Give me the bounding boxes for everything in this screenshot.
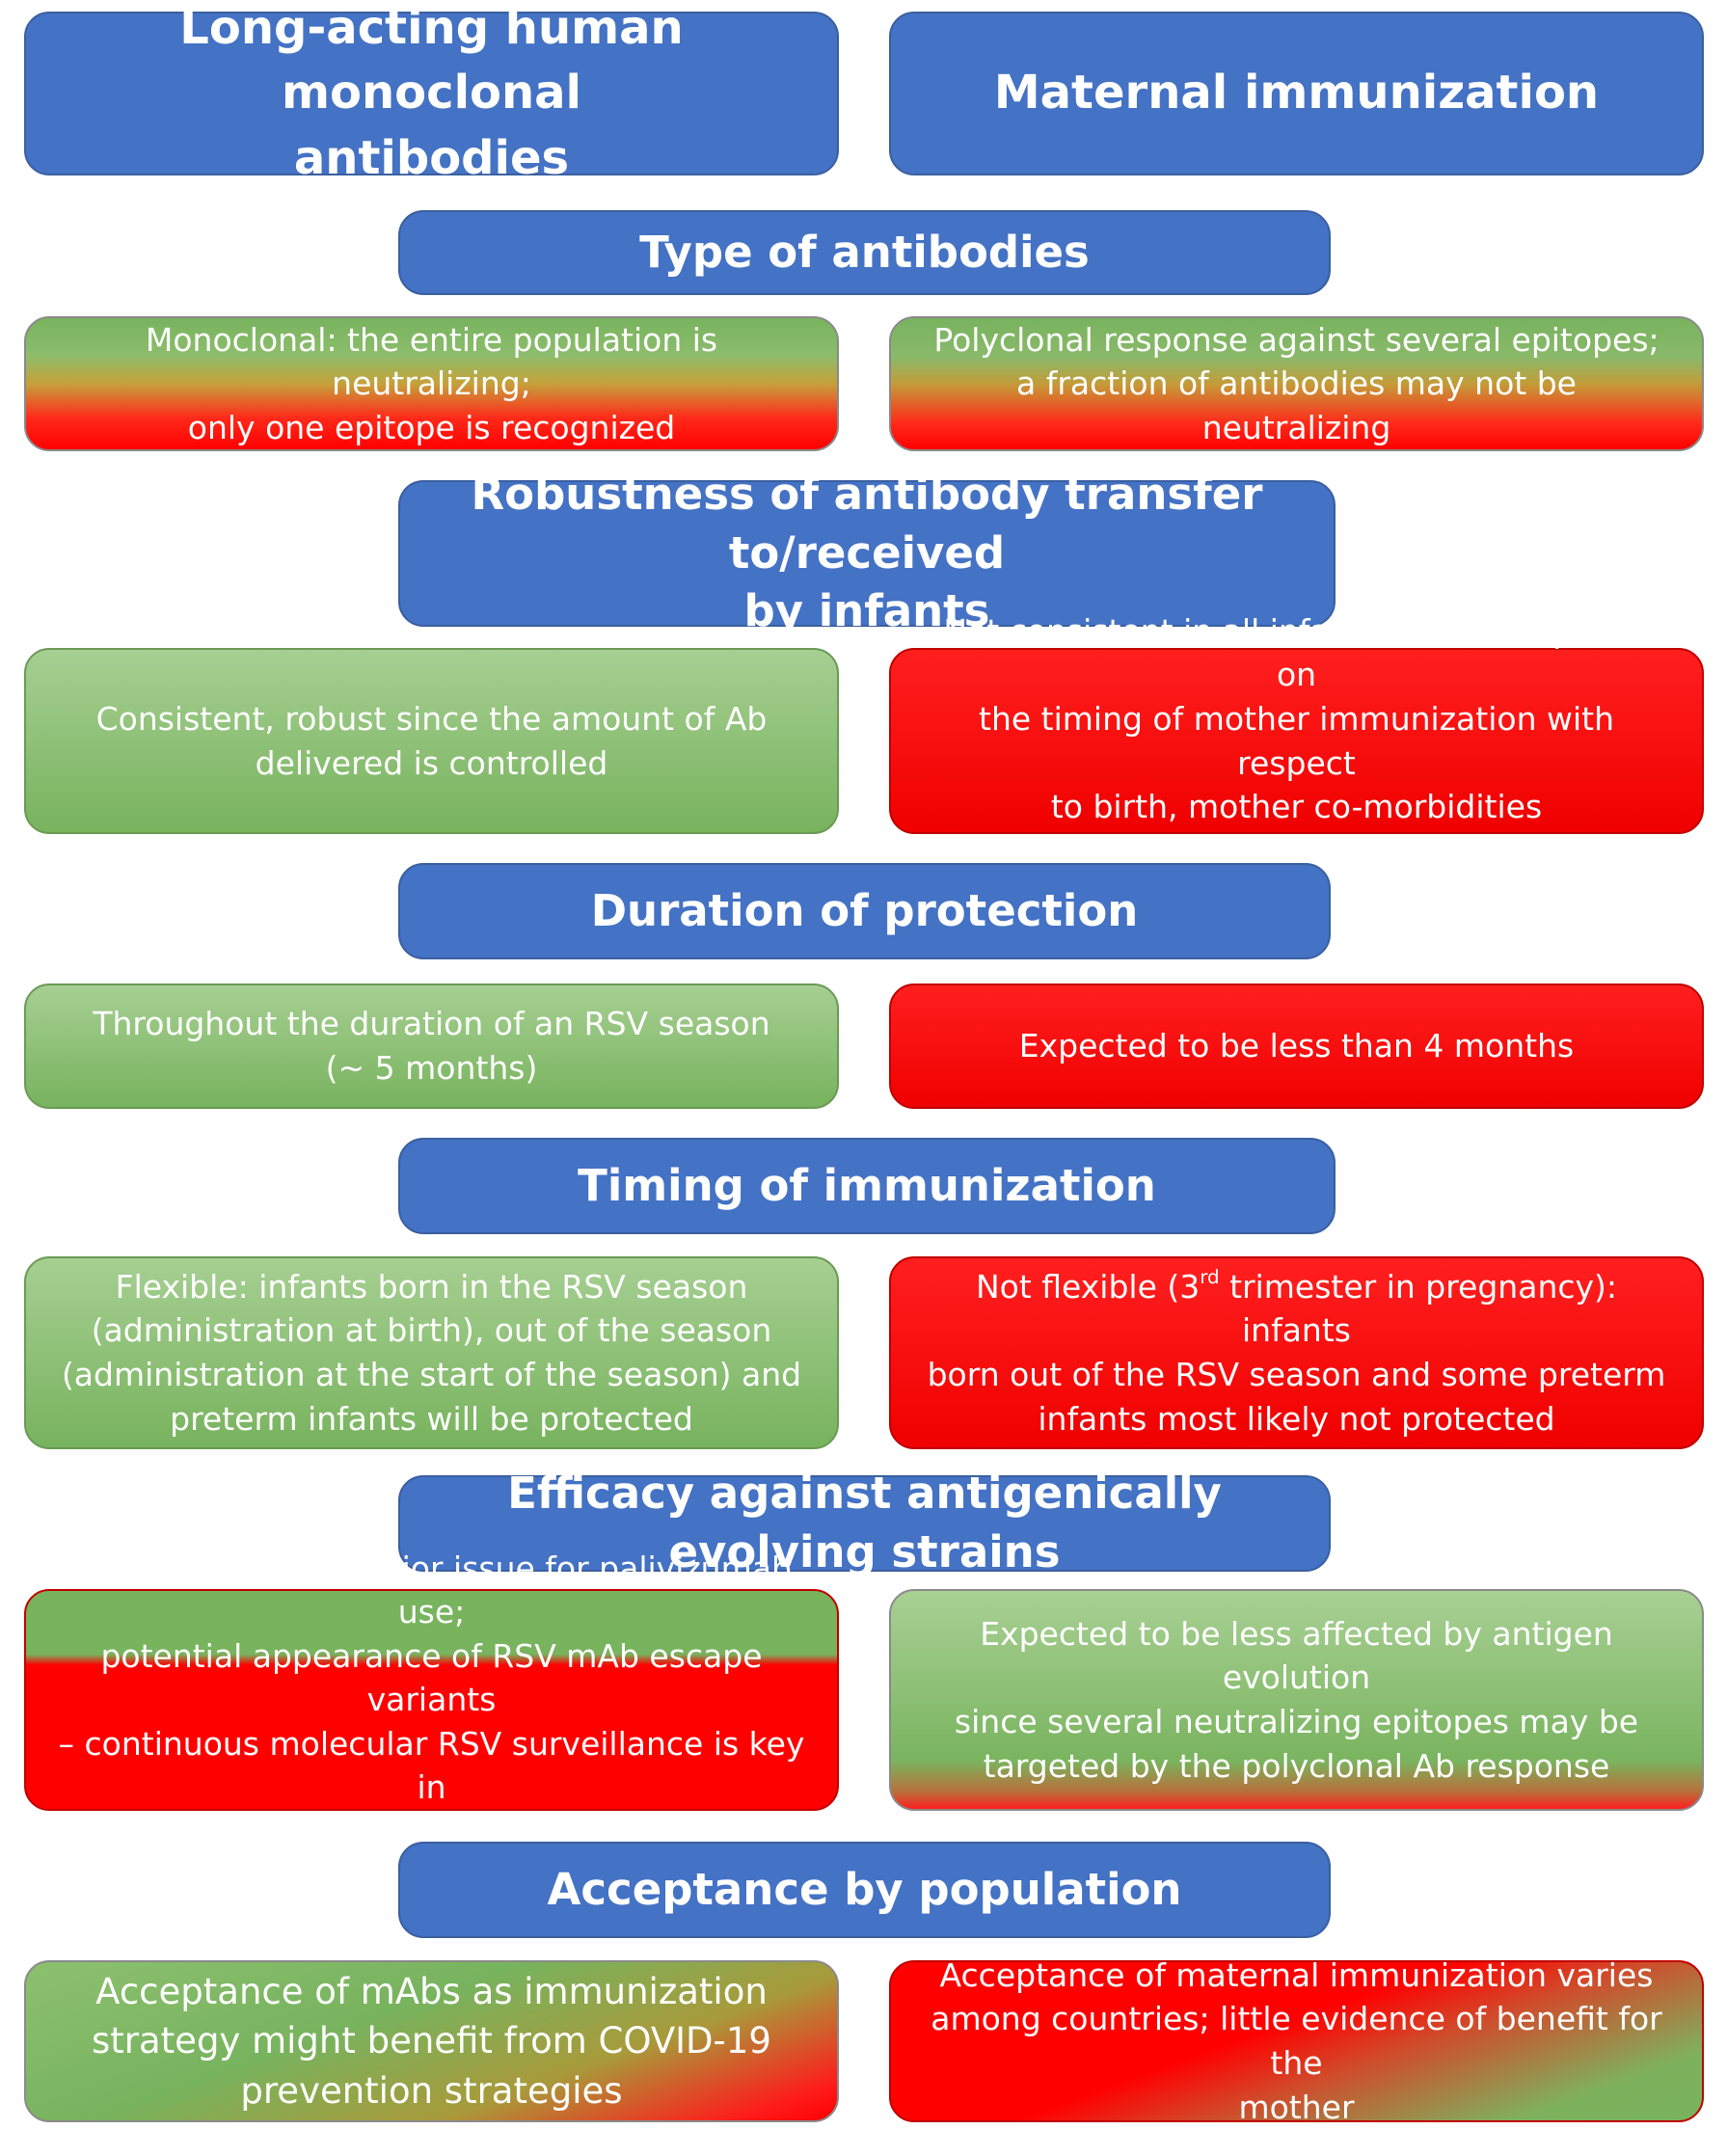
cell-text: Expected to be less than 4 months bbox=[1018, 1027, 1575, 1065]
cell-text: Acceptance of maternal immunization vari… bbox=[931, 1955, 1662, 2126]
header-monoclonal-antibodies: Long-acting human monoclonal antibodies bbox=[24, 1, 839, 185]
timing-right-pre: Not flexible (3 bbox=[975, 1267, 1201, 1306]
cell-robustness-monoclonal: Consistent, robust since the amount of A… bbox=[24, 648, 839, 834]
cell-text: Expected to be less affected by antigen … bbox=[954, 1614, 1639, 1785]
cell-robustness-maternal: Not consistent in all infants since it d… bbox=[889, 612, 1704, 870]
timing-right-sup: rd bbox=[1200, 1265, 1220, 1288]
section-title-robustness: Robustness of antibody transfer to/recei… bbox=[398, 469, 1336, 636]
cell-type-polyclonal: Polyclonal response against several epit… bbox=[889, 316, 1704, 451]
cell-text: Polyclonal response against several epit… bbox=[933, 320, 1660, 446]
cell-text: Not flexible (3rd trimester in pregnancy… bbox=[920, 1265, 1673, 1441]
cell-text: Acceptance of mAbs as immunization strat… bbox=[92, 1971, 771, 2112]
section-title-acceptance: Acceptance by population bbox=[398, 1842, 1331, 1938]
section-title-timing: Timing of immunization bbox=[398, 1138, 1336, 1234]
cell-text: Not consistent in all infants since it d… bbox=[943, 611, 1650, 870]
header-maternal-immunization: Maternal immunization bbox=[889, 12, 1704, 175]
cell-acceptance-monoclonal: Acceptance of mAbs as immunization strat… bbox=[24, 1960, 839, 2122]
section-title-label: Timing of immunization bbox=[578, 1159, 1156, 1211]
section-title-duration: Duration of protection bbox=[398, 863, 1331, 959]
cell-text: Monoclonal: the entire population is neu… bbox=[145, 320, 718, 446]
section-title-label: Efficacy against antigenically evolving … bbox=[507, 1468, 1222, 1577]
section-title-type-of-antibodies: Type of antibodies bbox=[398, 210, 1331, 295]
cell-efficacy-maternal: Expected to be less affected by antigen … bbox=[889, 1589, 1704, 1811]
cell-efficacy-monoclonal: It has not been a major issue for palivi… bbox=[24, 1550, 839, 1850]
header-monoclonal-label: Long-acting human monoclonal antibodies bbox=[179, 1, 684, 185]
cell-timing-monoclonal: Flexible: infants born in the RSV season… bbox=[24, 1256, 839, 1449]
cell-duration-monoclonal: Throughout the duration of an RSV season… bbox=[24, 984, 839, 1109]
cell-duration-maternal: Expected to be less than 4 months bbox=[889, 984, 1704, 1109]
cell-text: Throughout the duration of an RSV season… bbox=[93, 1005, 770, 1087]
cell-type-monoclonal: Monoclonal: the entire population is neu… bbox=[24, 316, 839, 451]
section-title-label: Type of antibodies bbox=[639, 226, 1090, 278]
cell-timing-maternal: Not flexible (3rd trimester in pregnancy… bbox=[889, 1256, 1704, 1449]
cell-text: It has not been a major issue for palivi… bbox=[58, 1549, 805, 1850]
section-title-efficacy: Efficacy against antigenically evolving … bbox=[398, 1468, 1331, 1577]
cell-acceptance-maternal: Acceptance of maternal immunization vari… bbox=[889, 1956, 1704, 2126]
section-title-label: Duration of protection bbox=[590, 884, 1139, 936]
cell-text: Flexible: infants born in the RSV season… bbox=[61, 1267, 802, 1438]
section-title-label: Acceptance by population bbox=[547, 1863, 1182, 1915]
timing-right-post: trimester in pregnancy): infants born ou… bbox=[927, 1267, 1666, 1438]
section-title-label: Robustness of antibody transfer to/recei… bbox=[471, 468, 1263, 637]
cell-text: Consistent, robust since the amount of A… bbox=[95, 699, 768, 782]
header-maternal-label: Maternal immunization bbox=[993, 66, 1600, 121]
